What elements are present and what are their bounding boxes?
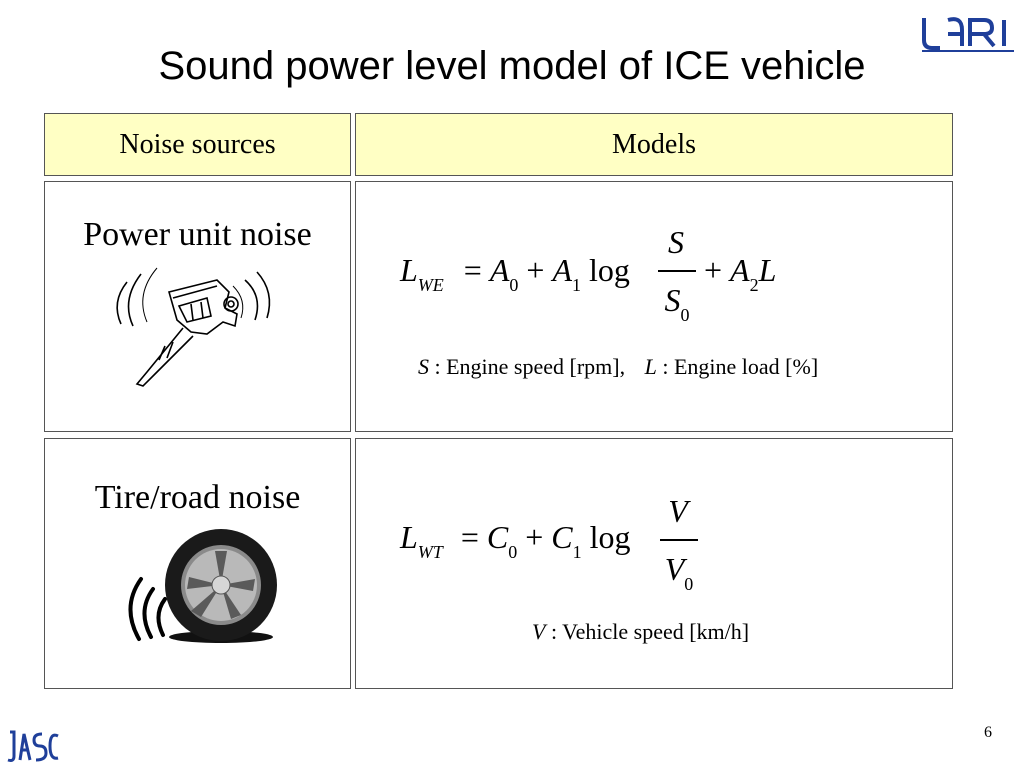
eq-log: log bbox=[588, 252, 630, 288]
equation-power-unit-tail: + A2L bbox=[704, 252, 777, 295]
eq-lhs: L bbox=[400, 252, 418, 288]
eq-term-l: L bbox=[758, 252, 777, 288]
eq-plus-2: + bbox=[704, 252, 723, 288]
frac-den-tire-road: V0 bbox=[654, 551, 704, 594]
frac-den-var: S bbox=[664, 282, 681, 318]
page-number: 6 bbox=[984, 724, 992, 741]
frac-bar-tire-road bbox=[660, 539, 698, 541]
engine-noise-icon bbox=[116, 267, 271, 387]
eq2-term-c0-sub: 0 bbox=[508, 542, 518, 562]
source-label-power-unit: Power unit noise bbox=[83, 216, 312, 253]
eq2-term-c0: C bbox=[486, 519, 509, 555]
desc-text-s: : Engine speed [rpm], bbox=[429, 354, 626, 379]
header-noise-sources-label: Noise sources bbox=[119, 128, 276, 160]
slide-title: Sound power level model of ICE vehicle bbox=[158, 44, 866, 88]
header-noise-sources: Noise sources bbox=[44, 113, 351, 176]
eq2-log: log bbox=[589, 519, 631, 555]
eq-term-a0-sub: 0 bbox=[509, 275, 519, 295]
source-cell-tire-road: Tire/road noise bbox=[44, 438, 351, 689]
eq2-term-c1-sub: 1 bbox=[572, 542, 582, 562]
desc-tire-road: V : Vehicle speed [km/h] bbox=[532, 619, 749, 645]
frac-num-tire-road: V bbox=[668, 493, 688, 529]
equation-power-unit: LWE = A0 + A1 log bbox=[400, 252, 630, 295]
jasic-logo bbox=[7, 730, 59, 762]
tire-noise-icon bbox=[128, 529, 277, 643]
eq2-equals: = bbox=[460, 519, 479, 555]
header-models: Models bbox=[355, 113, 953, 176]
eq-lhs-sub: WE bbox=[417, 275, 444, 295]
desc-var-s: S bbox=[418, 354, 429, 379]
jari-logo bbox=[922, 17, 1014, 52]
frac-den-sub: 0 bbox=[680, 305, 690, 325]
eq2-lhs: L bbox=[400, 519, 418, 555]
desc-text-l: : Engine load [%] bbox=[656, 354, 819, 379]
desc-power-unit: S : Engine speed [rpm], L : Engine load … bbox=[418, 354, 818, 380]
frac2-den-var: V bbox=[664, 551, 685, 587]
eq-term-a2-sub: 2 bbox=[749, 275, 759, 295]
frac-num-power-unit: S bbox=[668, 224, 684, 260]
eq-term-a1: A bbox=[552, 252, 572, 288]
eq2-plus: + bbox=[525, 519, 544, 555]
source-cell-power-unit: Power unit noise bbox=[44, 181, 351, 432]
desc-var-l: L bbox=[644, 354, 657, 379]
header-models-label: Models bbox=[612, 128, 696, 160]
source-label-tire-road: Tire/road noise bbox=[94, 479, 301, 516]
desc-var-v: V bbox=[532, 619, 546, 644]
equation-tire-road: LWT = C0 + C1 log bbox=[400, 519, 631, 562]
frac-den-power-unit: S0 bbox=[652, 282, 702, 325]
eq-term-a1-sub: 1 bbox=[571, 275, 581, 295]
eq-term-a0: A bbox=[489, 252, 510, 288]
model-cell-tire-road: LWT = C0 + C1 log V V0 V : Vehicle speed… bbox=[355, 438, 953, 689]
frac2-den-sub: 0 bbox=[684, 574, 694, 594]
eq-term-a2: A bbox=[730, 252, 750, 288]
eq2-lhs-sub: WT bbox=[417, 542, 443, 562]
desc-text-v: : Vehicle speed [km/h] bbox=[545, 619, 750, 644]
model-cell-power-unit: LWE = A0 + A1 log S S0 + A2L S : Engine … bbox=[355, 181, 953, 432]
eq-equals: = bbox=[463, 252, 482, 288]
frac-bar-power-unit bbox=[658, 270, 696, 272]
eq2-term-c1: C bbox=[551, 519, 573, 555]
eq-plus-1: + bbox=[526, 252, 545, 288]
